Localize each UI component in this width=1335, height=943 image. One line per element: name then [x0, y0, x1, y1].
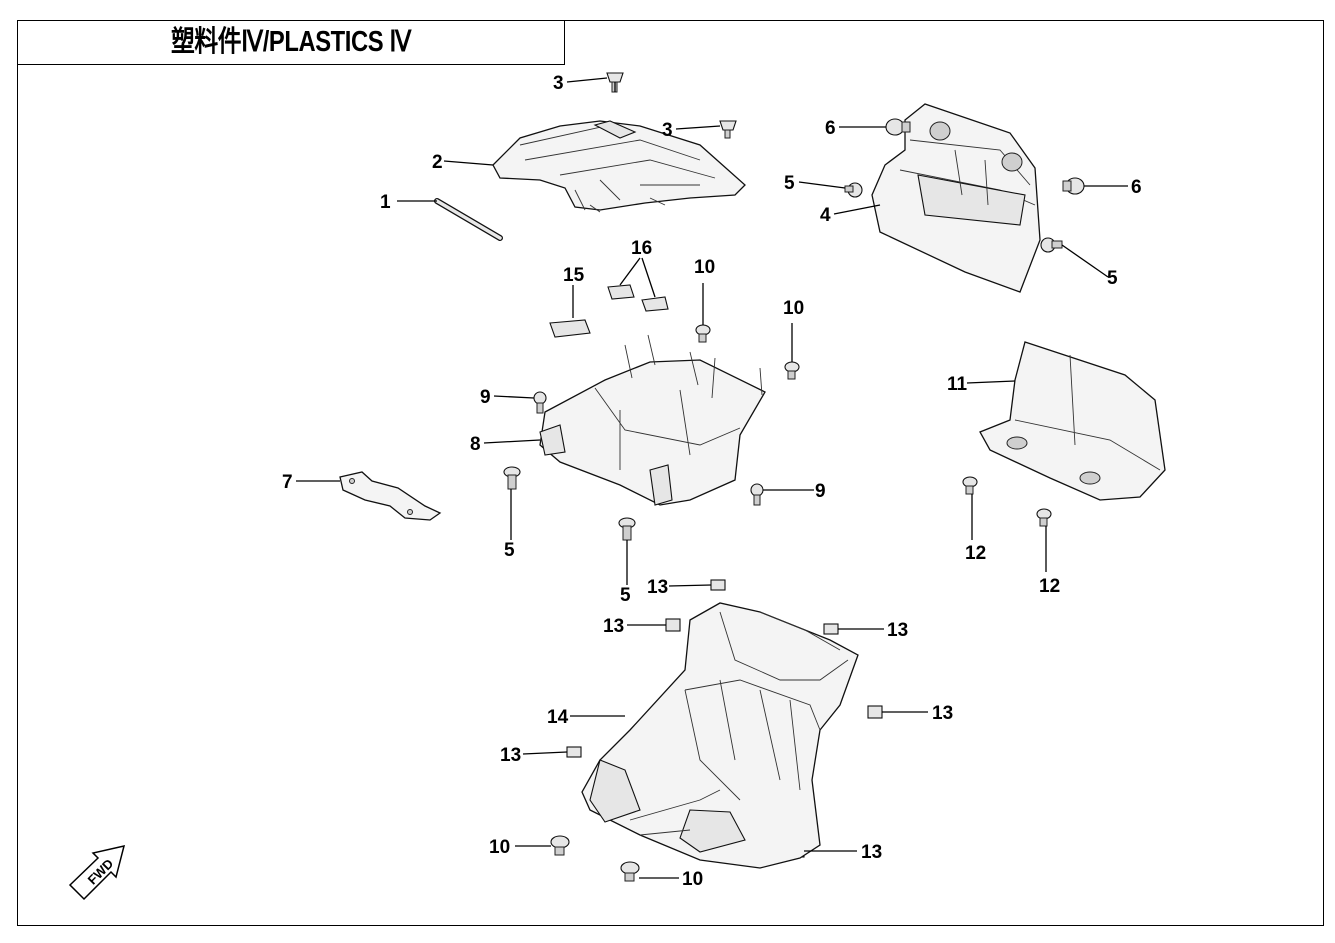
part-2-top-cover — [492, 120, 746, 213]
callout-13c: 13 — [887, 620, 908, 641]
callout-10a: 10 — [694, 257, 715, 278]
callout-10d: 10 — [682, 869, 703, 890]
callout-3b: 3 — [662, 120, 673, 141]
callout-9a: 9 — [480, 387, 491, 408]
part-5-screw-d — [618, 517, 636, 541]
callout-5c: 5 — [504, 540, 515, 561]
callout-13e: 13 — [500, 745, 521, 766]
part-5-screw-b — [1040, 237, 1063, 253]
part-7-bracket-plate — [339, 471, 442, 521]
part-13-clip-e — [566, 746, 582, 758]
part-8-battery-box — [539, 334, 766, 506]
callout-13d: 13 — [932, 703, 953, 724]
title-block: 塑料件Ⅳ/PLASTICS Ⅳ — [17, 20, 565, 65]
part-10-clip-c — [550, 835, 570, 856]
callout-3a: 3 — [553, 73, 564, 94]
part-12-screw-b — [1036, 508, 1052, 527]
part-9-clip-a — [533, 391, 547, 414]
part-11-shield — [979, 341, 1166, 501]
callout-13a: 13 — [647, 577, 668, 598]
callout-1: 1 — [380, 192, 391, 213]
part-10-clip-a — [695, 324, 711, 343]
callout-11: 11 — [947, 374, 968, 395]
callout-labels: 1 2 3 3 4 5 5 5 5 6 6 7 8 9 9 10 10 10 1… — [282, 73, 1142, 890]
callout-12b: 12 — [1039, 576, 1060, 597]
callout-8: 8 — [470, 434, 481, 455]
callout-16: 16 — [631, 238, 652, 259]
callout-10b: 10 — [783, 298, 804, 319]
callout-2: 2 — [432, 152, 443, 173]
part-10-clip-b — [784, 361, 800, 380]
part-13-clip-c — [823, 623, 839, 635]
callout-13b: 13 — [603, 616, 624, 637]
callout-12a: 12 — [965, 543, 986, 564]
part-5-screw-c — [503, 466, 521, 490]
callout-10c: 10 — [489, 837, 510, 858]
part-9-clip-b — [750, 483, 764, 506]
part-3-screw-b — [719, 120, 737, 139]
leader-lines — [296, 77, 1128, 879]
page-title: 塑料件Ⅳ/PLASTICS Ⅳ — [171, 26, 411, 58]
callout-14: 14 — [547, 707, 569, 728]
part-13-clip-a — [710, 579, 726, 591]
part-5-screw-a — [844, 182, 863, 198]
callout-7: 7 — [282, 472, 293, 493]
callout-6b: 6 — [1131, 177, 1142, 198]
part-1-rod — [434, 198, 503, 241]
part-12-screw-a — [962, 476, 978, 495]
part-13-clip-b — [665, 618, 681, 632]
part-16-pads — [607, 284, 669, 312]
callout-15: 15 — [563, 265, 585, 286]
part-4-side-panel — [871, 103, 1041, 293]
drawing-frame — [17, 20, 1324, 926]
callout-6a: 6 — [825, 118, 836, 139]
part-13-clip-d — [867, 705, 883, 719]
part-14-lower-tray — [581, 602, 859, 869]
callout-5a: 5 — [784, 173, 795, 194]
part-15-pad — [549, 319, 591, 338]
part-6-clip-b — [1062, 177, 1085, 195]
callout-4: 4 — [820, 205, 831, 226]
part-10-clip-d — [620, 861, 640, 882]
callout-5b: 5 — [1107, 268, 1118, 289]
callout-5d: 5 — [620, 585, 631, 606]
callout-9b: 9 — [815, 481, 826, 502]
fwd-arrow-icon: FWD — [68, 844, 126, 901]
callout-13f: 13 — [861, 842, 882, 863]
